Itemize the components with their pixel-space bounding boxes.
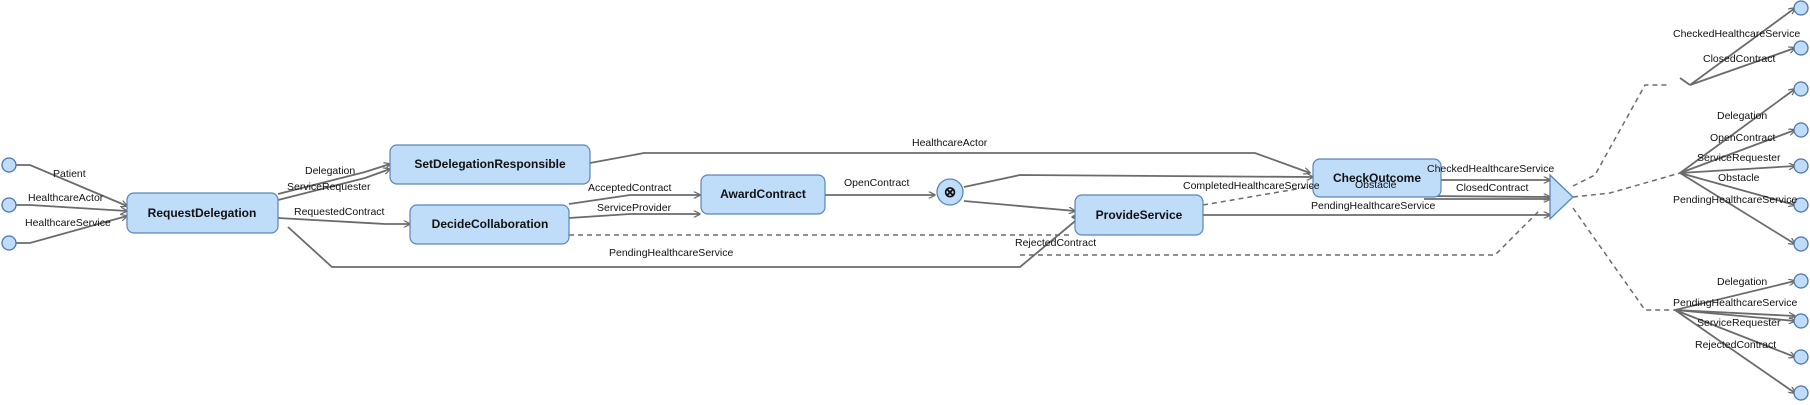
edges	[16, 152, 1550, 268]
outcome-bottom-edges	[1674, 281, 1795, 393]
label-bot-service-requester: ServiceRequester	[1697, 317, 1781, 329]
edge-labels: Patient HealthcareActor HealthcareServic…	[25, 28, 1800, 351]
edge-requested-contract	[277, 217, 410, 224]
svg-text:RequestDelegation: RequestDelegation	[148, 206, 257, 220]
svg-text:DecideCollaboration: DecideCollaboration	[432, 217, 549, 231]
label-healthcare-service: HealthcareService	[25, 217, 111, 229]
label-service-requester: ServiceRequester	[287, 181, 371, 193]
edge-gateway-to-check	[963, 175, 1313, 188]
endpoint-out-3[interactable]	[1793, 81, 1809, 97]
label-mid-pending: PendingHealthcareService	[1673, 194, 1797, 206]
endpoint-healthcare-service[interactable]	[1, 235, 17, 251]
label-mid-obstacle: Obstacle	[1718, 172, 1760, 184]
input-endpoints	[1, 157, 17, 251]
label-pending-healthcare-service-out: PendingHealthcareService	[1311, 200, 1435, 212]
label-healthcare-actor-long: HealthcareActor	[912, 137, 988, 149]
edge-outcome-middle-dash	[1572, 172, 1681, 198]
label-rejected-contract: RejectedContract	[1015, 237, 1096, 249]
svg-text:ProvideService: ProvideService	[1096, 208, 1183, 222]
endpoint-out-9[interactable]	[1793, 313, 1809, 329]
outcome-top-edges	[1679, 8, 1795, 86]
endpoint-out-7[interactable]	[1793, 236, 1809, 252]
outcome-middle-edges	[1679, 89, 1795, 244]
task-award-contract[interactable]: AwardContract	[700, 174, 826, 215]
label-closed-contract: ClosedContract	[1456, 182, 1528, 194]
task-set-delegation-responsible[interactable]: SetDelegationResponsible	[389, 144, 591, 185]
label-bot-rejected: RejectedContract	[1695, 339, 1776, 351]
endpoint-out-1[interactable]	[1793, 0, 1809, 16]
edge-gateway-to-provide	[963, 200, 1075, 211]
label-requested-contract: RequestedContract	[294, 206, 385, 218]
task-check-outcome[interactable]: CheckOutcome	[1312, 158, 1442, 198]
xor-gateway[interactable]: ⊗	[936, 178, 964, 206]
endpoint-out-5[interactable]	[1793, 158, 1809, 174]
endpoint-out-4[interactable]	[1793, 122, 1809, 138]
label-mid-service-requester: ServiceRequester	[1697, 152, 1781, 164]
edge-rejected-contract-2	[1020, 209, 1541, 256]
label-mid-delegation: Delegation	[1717, 110, 1767, 122]
label-mid-open-contract: OpenContract	[1710, 132, 1775, 144]
edge-outcome-top-dash	[1572, 84, 1670, 187]
edge-delegation	[277, 164, 390, 195]
label-top-closed: ClosedContract	[1703, 53, 1775, 65]
endpoint-healthcare-actor[interactable]	[1, 197, 17, 213]
label-obstacle: Obstacle	[1355, 179, 1397, 191]
edge-accepted-contract	[568, 195, 700, 205]
endpoint-out-8[interactable]	[1793, 273, 1809, 289]
edge-healthcare-actor-long	[589, 152, 1310, 173]
task-request-delegation[interactable]: RequestDelegation	[126, 192, 279, 234]
task-decide-collaboration[interactable]: DecideCollaboration	[409, 204, 570, 245]
label-accepted-contract: AcceptedContract	[588, 182, 672, 194]
label-top-checked: CheckedHealthcareService	[1673, 28, 1800, 40]
svg-text:CheckOutcome: CheckOutcome	[1333, 171, 1421, 185]
task-provide-service[interactable]: ProvideService	[1074, 194, 1204, 236]
outcome-gateway[interactable]	[1549, 173, 1574, 221]
endpoint-out-10[interactable]	[1793, 349, 1809, 365]
edge-service-requester	[277, 169, 390, 201]
output-endpoints	[1793, 0, 1809, 401]
label-patient: Patient	[53, 168, 86, 180]
endpoint-out-6[interactable]	[1793, 197, 1809, 213]
label-healthcare-actor: HealthcareActor	[28, 192, 104, 204]
endpoint-out-2[interactable]	[1793, 40, 1809, 56]
label-bot-pending: PendingHealthcareService	[1673, 297, 1797, 309]
label-bot-delegation: Delegation	[1717, 276, 1767, 288]
svg-text:SetDelegationResponsible: SetDelegationResponsible	[414, 157, 566, 171]
xor-gateway-symbol: ⊗	[944, 184, 957, 201]
endpoint-patient[interactable]	[1, 157, 17, 173]
label-service-provider: ServiceProvider	[597, 202, 672, 214]
svg-text:AwardContract: AwardContract	[720, 187, 806, 201]
edge-outcome-bottom-dash	[1572, 207, 1675, 311]
edge-completed-healthcare-service	[1202, 185, 1320, 206]
label-completed-healthcare-service: CompletedHealthcareService	[1183, 180, 1320, 192]
label-checked-healthcare-service: CheckedHealthcareService	[1427, 163, 1554, 175]
edge-service-provider	[568, 214, 700, 219]
label-pending-healthcare-service: PendingHealthcareService	[609, 247, 733, 259]
label-open-contract: OpenContract	[844, 177, 909, 189]
edge-healthcare-service	[16, 216, 127, 244]
edge-closed-contract	[1423, 196, 1550, 197]
endpoint-out-11[interactable]	[1793, 385, 1809, 401]
edge-healthcare-actor	[16, 204, 127, 211]
label-delegation: Delegation	[305, 165, 355, 177]
dashed-edges	[569, 84, 1681, 311]
edge-patient	[16, 164, 127, 206]
